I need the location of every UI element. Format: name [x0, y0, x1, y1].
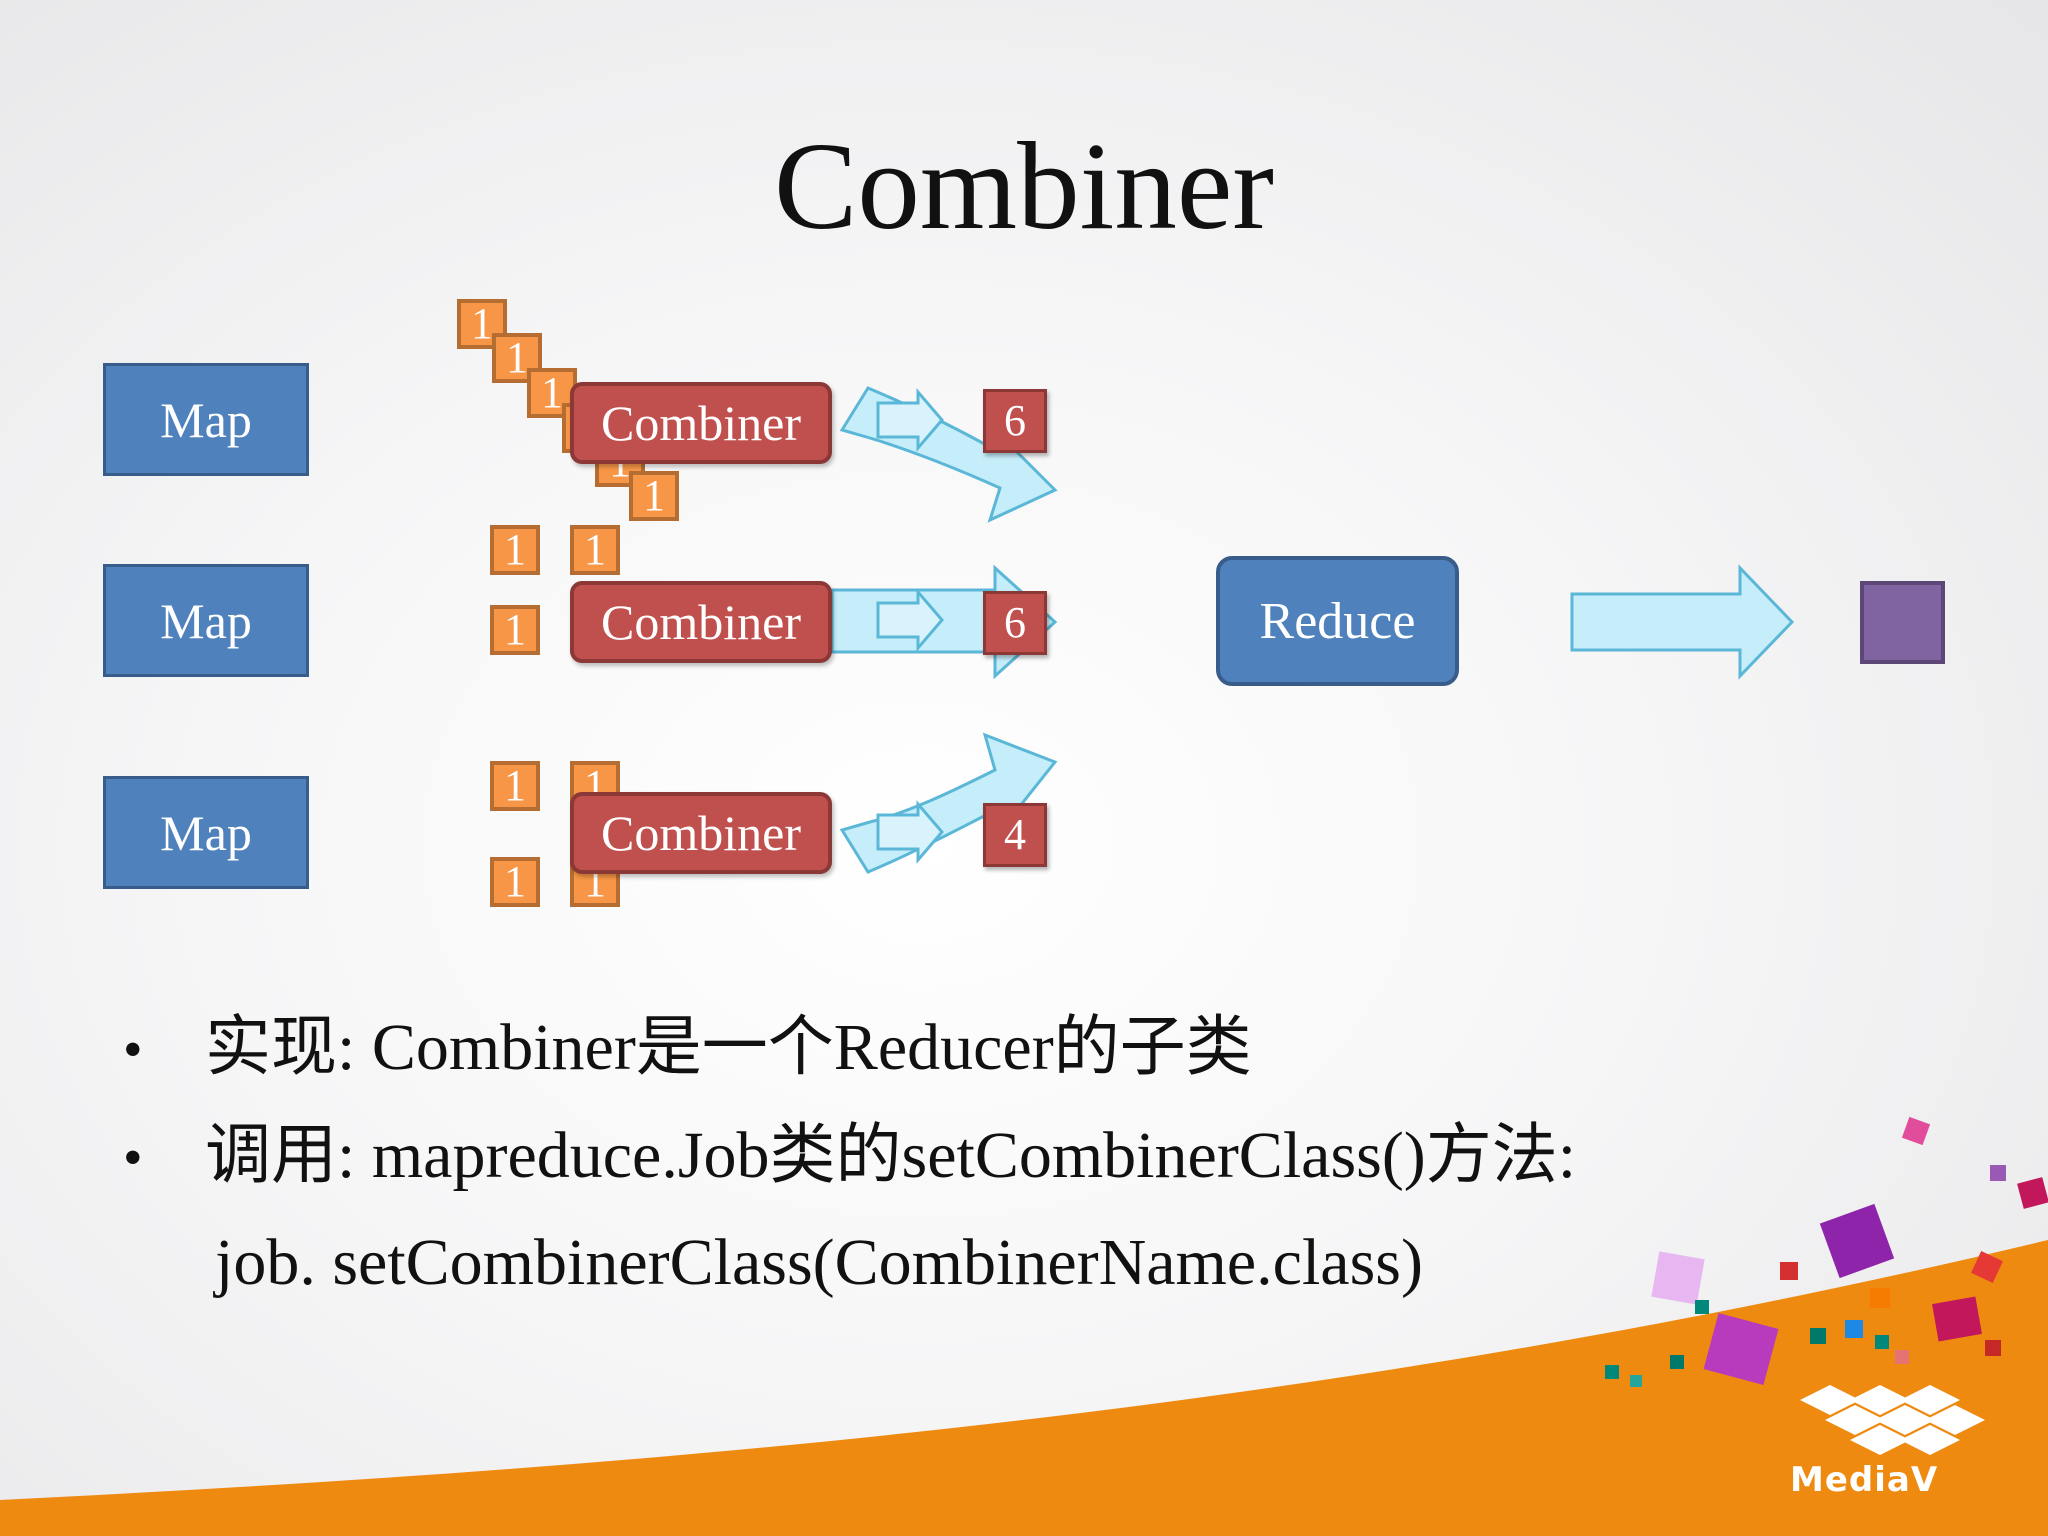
- mediav-logo-text: MediaV: [1790, 1460, 1939, 1500]
- mediav-logo-icon: [1800, 1385, 1985, 1455]
- bullet-text-3: job. setCombinerClass(CombinerName.class…: [215, 1226, 1423, 1299]
- one-square: 1: [490, 605, 540, 655]
- result-square: [1860, 581, 1945, 664]
- reduce-box: Reduce: [1216, 556, 1459, 686]
- count-square-2: 6: [983, 591, 1047, 655]
- one-square: 1: [490, 525, 540, 575]
- small-arrow-2: [876, 587, 944, 653]
- one-square: 1: [490, 857, 540, 907]
- bullet-marker: •: [123, 1127, 143, 1189]
- arrow-reduce-to-result: [1570, 564, 1795, 680]
- bullet-marker: •: [123, 1019, 143, 1081]
- small-arrow-3: [876, 799, 944, 865]
- map-box-2: Map: [103, 564, 309, 677]
- bullet-text-1: 实现: Combiner是一个Reducer的子类: [205, 1011, 1252, 1084]
- count-square-3: 4: [983, 803, 1047, 867]
- combiner-box-1: Combiner: [570, 382, 832, 464]
- small-arrow-1: [876, 387, 944, 453]
- one-square: 1: [457, 299, 507, 349]
- one-square: 1: [490, 761, 540, 811]
- one-square: 1: [570, 525, 620, 575]
- combiner-box-2: Combiner: [570, 581, 832, 663]
- one-square: 1: [629, 471, 679, 521]
- one-square: 1: [492, 333, 542, 383]
- slide-title: Combiner: [774, 118, 1274, 256]
- map-box-1: Map: [103, 363, 309, 476]
- bullet-text-2: 调用: mapreduce.Job类的setCombinerClass()方法:: [205, 1119, 1577, 1192]
- map-box-3: Map: [103, 776, 309, 889]
- count-square-1: 6: [983, 389, 1047, 453]
- decorative-cubes: [1605, 1116, 2048, 1387]
- footer-swoosh: [0, 1240, 2048, 1536]
- combiner-box-3: Combiner: [570, 792, 832, 874]
